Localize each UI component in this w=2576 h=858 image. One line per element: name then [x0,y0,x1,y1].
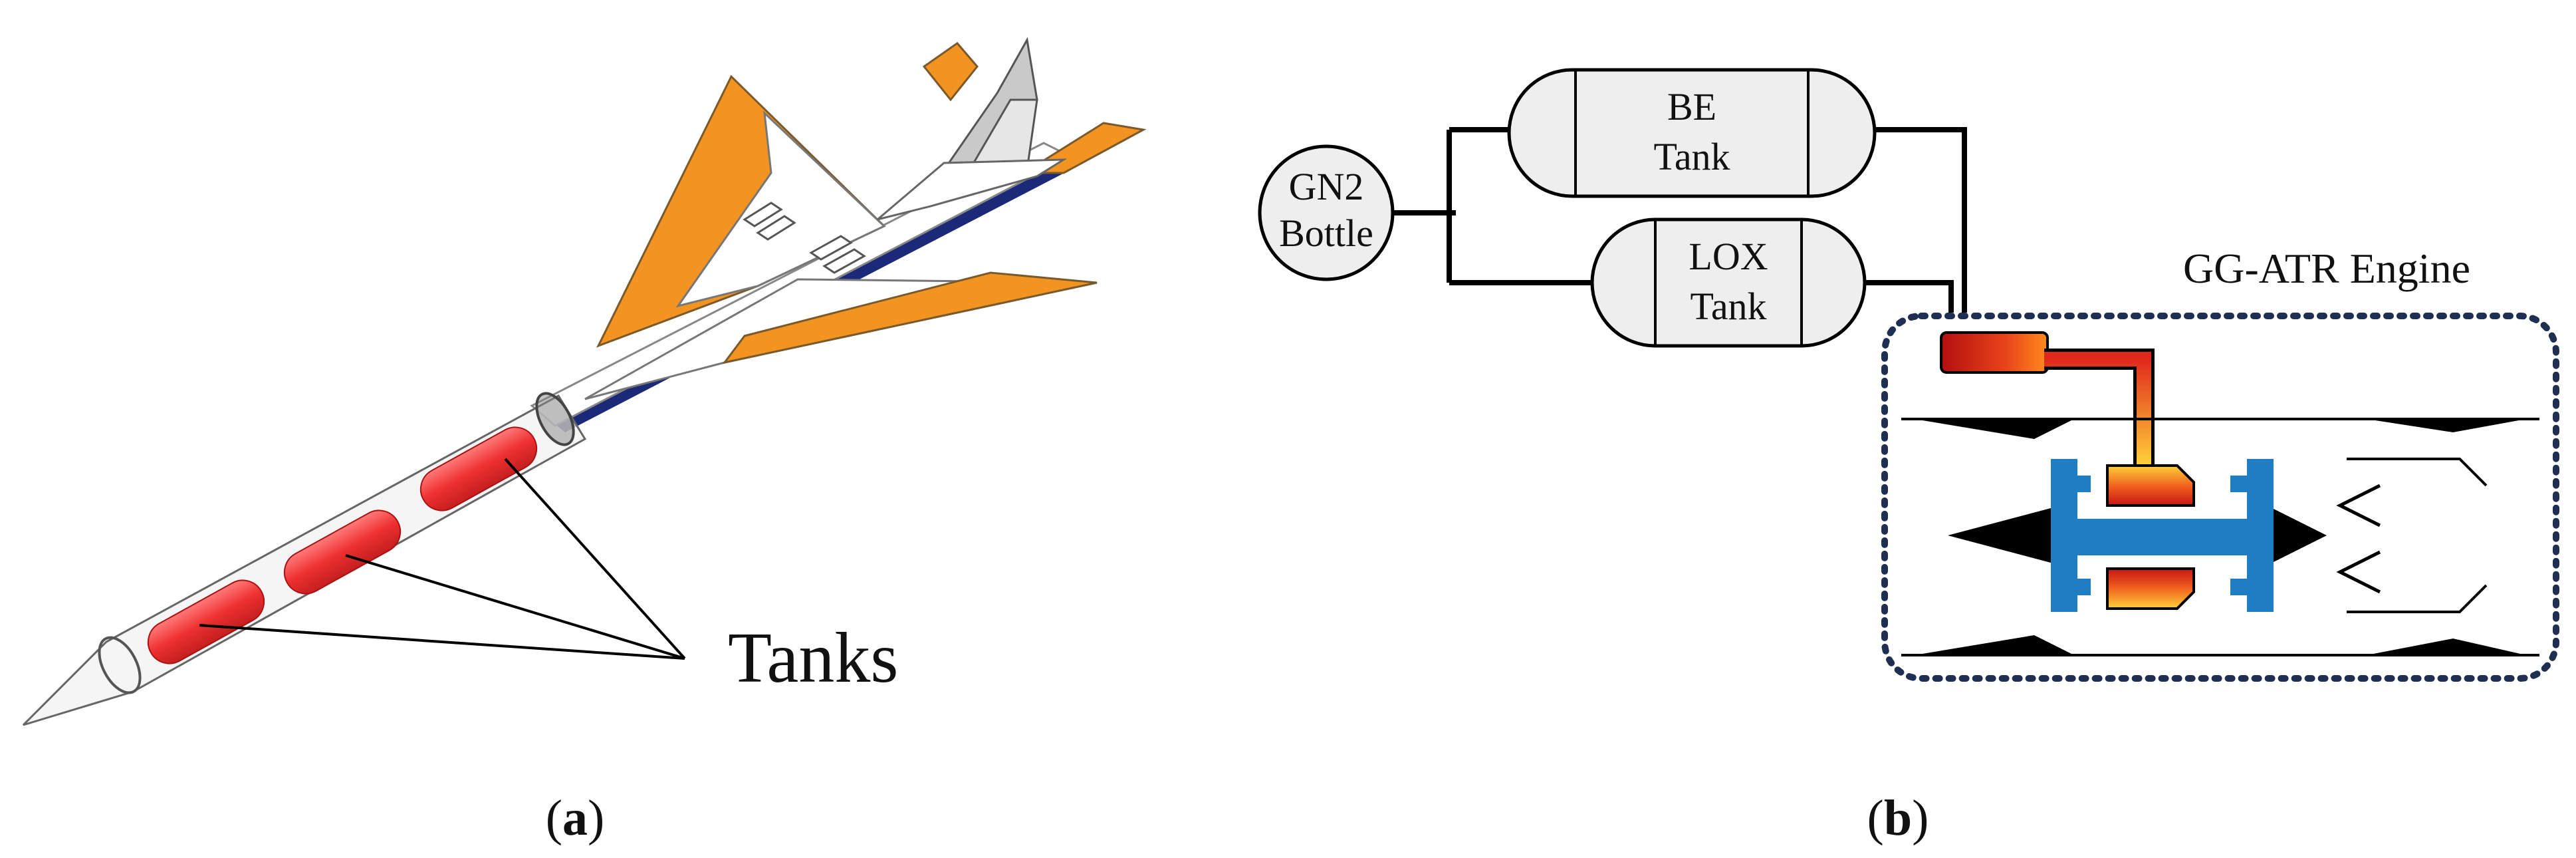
inlet-spike [1948,505,2061,565]
engine-boundary [1881,313,2559,682]
combustor-upper [2106,464,2195,507]
tank-2 [283,509,402,595]
caption-a-letter: a [562,790,588,846]
caption-b-letter: b [1884,790,1912,846]
tail-stabilizer-white [877,158,1068,221]
lox-tank-label-1: LOX [1689,235,1768,278]
lox-tank-label-2: Tank [1690,285,1766,328]
combustor-lower [2106,567,2195,610]
panel-a-vehicle: Tanks (a) [22,37,1147,846]
tube-ring-back [535,392,575,446]
panel-b-schematic: GN2 Bottle BE Tank LOX Tank GG-ATR Engin… [1258,68,2559,846]
wing-root-details [743,202,866,274]
turbomachinery [2051,459,2274,612]
right-wing-orange [722,271,1098,364]
gas-generator [1940,331,2049,374]
gn2-bottle [1258,144,1395,281]
gn2-bottle-label-1: GN2 [1289,165,1364,208]
caption-b: (b) [1867,790,1929,846]
lox-tank: LOX Tank [1590,217,1867,348]
feed-lines [1393,127,1967,313]
engine-label: GG-ATR Engine [2183,245,2470,292]
tank-1 [147,579,265,664]
exit-plug [2274,509,2327,562]
caption-a: (a) [546,790,605,846]
engine-casing [1901,418,2539,656]
tanks-label: Tanks [728,619,898,698]
tail-stabilizer-upper [922,41,979,102]
mixer-chevrons [2336,484,2381,594]
tube-ring-front [98,636,142,694]
be-tank-label-1: BE [1667,85,1716,128]
be-tank-label-2: Tank [1653,135,1730,178]
tanks-callout-lines [199,458,686,660]
gn2-bottle-label-2: Bottle [1279,212,1373,255]
gg-exhaust-pipe [2044,349,2155,466]
tank-3 [419,426,538,511]
be-tank: BE Tank [1507,68,1877,198]
